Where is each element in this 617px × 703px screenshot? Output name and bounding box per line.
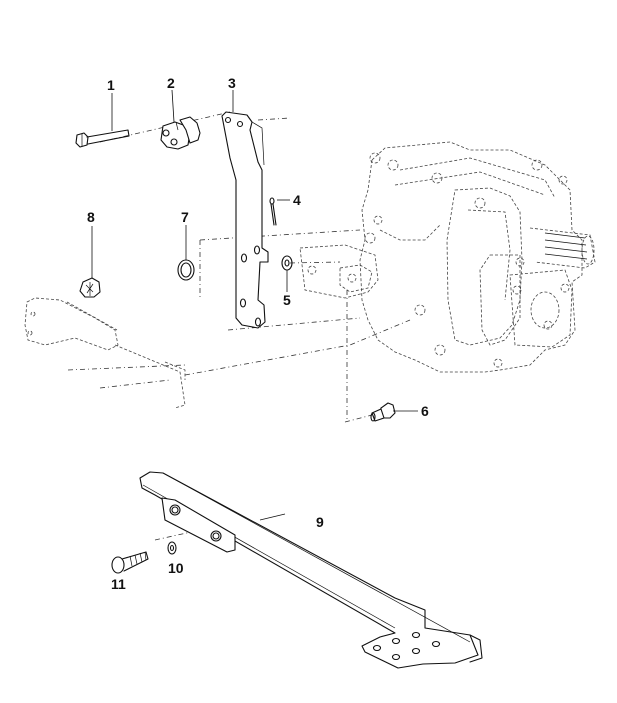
part-1-bolt — [75, 129, 130, 148]
part-6-plug — [370, 402, 396, 422]
part-8-lock-nut — [79, 277, 101, 298]
part-3-selector-lever — [221, 111, 269, 329]
part-10-washer — [167, 541, 177, 555]
callout-11: 11 — [111, 576, 126, 592]
callout-3: 3 — [228, 75, 236, 91]
callout-10: 10 — [168, 560, 184, 576]
callout-2: 2 — [167, 75, 175, 91]
callout-8: 8 — [87, 209, 95, 225]
part-4-split-pin — [269, 197, 277, 226]
callout-9: 9 — [316, 514, 324, 530]
assembly-lines — [67, 111, 411, 541]
part-2-clevis — [160, 116, 201, 150]
callout-4: 4 — [293, 192, 301, 208]
callout-7: 7 — [181, 209, 189, 225]
callout-5: 5 — [283, 292, 291, 308]
part-11-bolt — [111, 551, 149, 574]
leader-lines — [91, 89, 418, 521]
ghost-lever-arm — [24, 297, 186, 409]
part-7-washer — [177, 259, 195, 281]
callout-labels: 1 2 3 4 5 6 7 8 9 10 11 — [87, 75, 429, 592]
callout-6: 6 — [421, 403, 429, 419]
callout-1: 1 — [107, 77, 115, 93]
part-9-mounting-bracket — [139, 471, 483, 669]
gearbox-housing — [299, 141, 596, 373]
